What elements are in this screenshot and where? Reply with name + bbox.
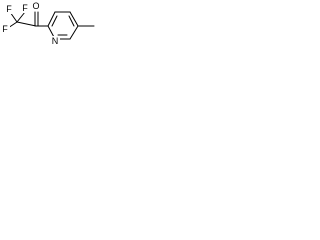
nitrogen-label: N: [52, 36, 59, 46]
fluorine-label-top: F: [22, 3, 28, 13]
label-backdrop-f-top-left: [5, 4, 14, 14]
label-backdrop-f-top: [21, 3, 30, 13]
ring-inner-double-c2-c3: [51, 15, 58, 27]
chemical-structure-diagram: F F F O N: [1, 1, 95, 46]
label-backdrop-nitrogen: [50, 36, 60, 46]
ring-inner-double-c4-c5: [68, 15, 75, 27]
ring-bond-c6-c5: [69, 25, 79, 40]
bond-cf3-to-carbonyl-carbon: [16, 21, 37, 27]
ring-bond-c3-c2: [47, 11, 56, 27]
ring-bond-c5-c4: [69, 11, 79, 27]
fluorine-label-left: F: [2, 24, 8, 34]
bond-cf3-carbon-to-fluorine-top: [16, 11, 26, 23]
fluorine-label-top-left: F: [6, 4, 12, 14]
label-backdrop-f-left: [1, 24, 10, 34]
oxygen-label: O: [32, 1, 39, 11]
label-backdrop-oxygen: [31, 1, 41, 11]
